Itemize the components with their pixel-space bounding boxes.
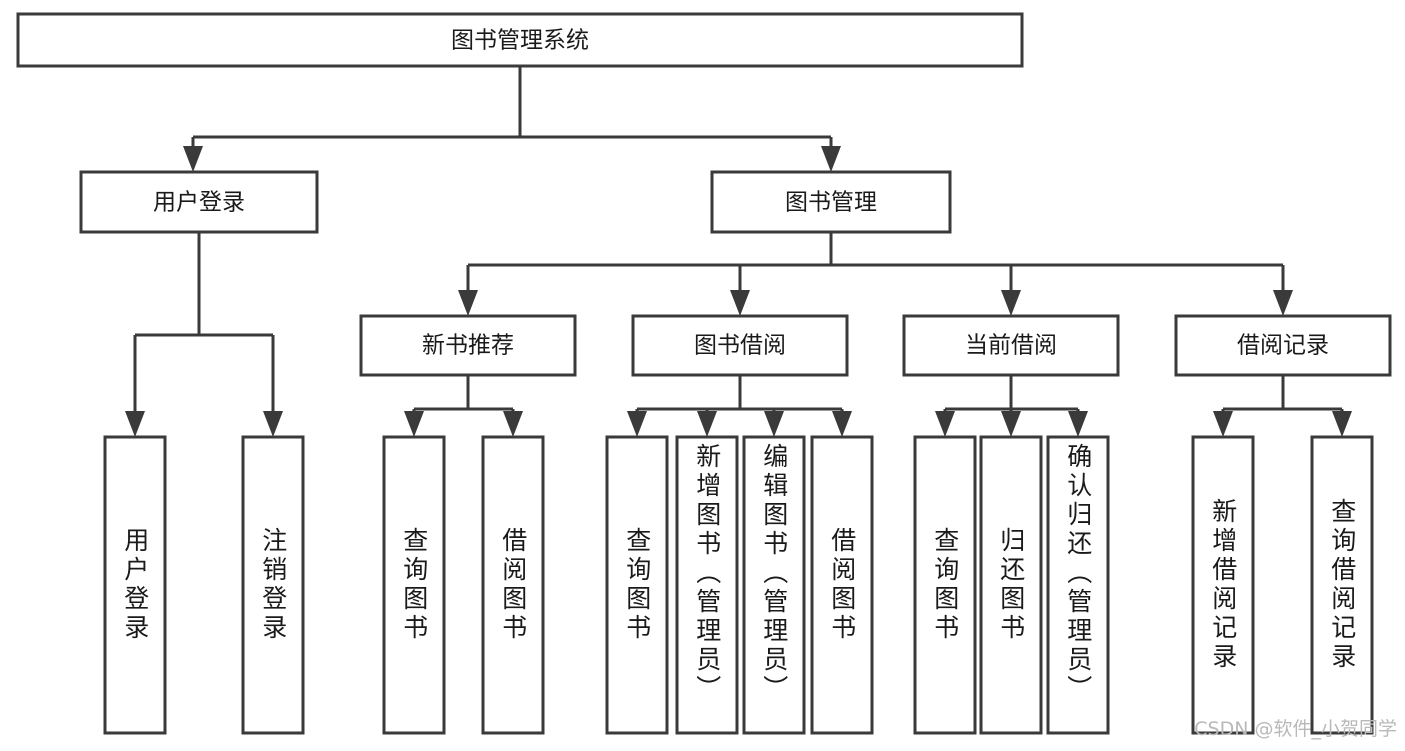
arrowhead-leaf-add-record: [1213, 411, 1233, 437]
node-leaf-add-book-box[interactable]: [675, 435, 739, 735]
node-root-box[interactable]: [16, 12, 1024, 68]
node-leaf-query-book-2-box[interactable]: [605, 435, 669, 735]
arrowhead-leaf-query-book-3: [935, 411, 955, 437]
node-book-borrow[interactable]: 图书借阅: [631, 314, 849, 377]
arrowhead-leaf-return-book: [1001, 411, 1021, 437]
arrowhead-leaf-borrow-book-1: [503, 411, 523, 437]
node-current-borrow-label: 当前借阅: [965, 333, 1057, 359]
edge-group: [125, 66, 1352, 437]
node-root-label: 图书管理系统: [451, 28, 589, 54]
leaf-box-group: [103, 435, 1374, 735]
watermark: CSDN @软件_小贺同学: [1194, 718, 1397, 740]
node-user-login[interactable]: 用户登录: [79, 170, 319, 234]
node-leaf-confirm-return-box[interactable]: [1046, 435, 1110, 735]
arrowhead-new-book-recommend: [458, 290, 478, 316]
node-new-book-recommend[interactable]: 新书推荐: [359, 314, 577, 377]
node-new-book-recommend-label: 新书推荐: [422, 333, 514, 359]
node-user-login-box[interactable]: [79, 170, 319, 234]
node-leaf-borrow-book-2-box[interactable]: [810, 435, 874, 735]
node-leaf-return-book-box[interactable]: [979, 435, 1043, 735]
arrowhead-leaf-edit-book: [764, 411, 784, 437]
node-user-login-label: 用户登录: [153, 190, 245, 216]
arrowhead-leaf-confirm-return: [1068, 411, 1088, 437]
node-leaf-query-book-3-box[interactable]: [913, 435, 977, 735]
node-book-borrow-label: 图书借阅: [694, 333, 786, 359]
arrowhead-leaf-query-book-1: [404, 411, 424, 437]
node-current-borrow[interactable]: 当前借阅: [902, 314, 1120, 377]
node-current-borrow-box[interactable]: [902, 314, 1120, 377]
arrowhead-book-manage: [821, 146, 841, 172]
arrowhead-book-borrow: [730, 290, 750, 316]
node-new-book-recommend-box[interactable]: [359, 314, 577, 377]
node-book-manage-box[interactable]: [710, 170, 952, 234]
node-leaf-query-record-box[interactable]: [1310, 435, 1374, 735]
node-leaf-query-book-1-box[interactable]: [382, 435, 446, 735]
node-book-manage-label: 图书管理: [785, 190, 877, 216]
node-root[interactable]: 图书管理系统: [16, 12, 1024, 68]
arrowhead-leaf-query-record: [1332, 411, 1352, 437]
arrowhead-leaf-user-logout: [263, 411, 283, 437]
arrowhead-user-login: [183, 146, 203, 172]
node-book-manage[interactable]: 图书管理: [710, 170, 952, 234]
node-book-borrow-box[interactable]: [631, 314, 849, 377]
node-leaf-add-record-box[interactable]: [1191, 435, 1255, 735]
node-borrow-record-label: 借阅记录: [1237, 333, 1329, 359]
arrowhead-leaf-borrow-book-2: [832, 411, 852, 437]
arrowhead-leaf-add-book: [697, 411, 717, 437]
node-leaf-user-login-box[interactable]: [103, 435, 167, 735]
node-borrow-record[interactable]: 借阅记录: [1174, 314, 1392, 377]
arrowhead-leaf-query-book-2: [627, 411, 647, 437]
node-leaf-user-logout-box[interactable]: [241, 435, 305, 735]
node-leaf-borrow-book-1-box[interactable]: [481, 435, 545, 735]
arrowhead-leaf-user-login: [125, 411, 145, 437]
node-borrow-record-box[interactable]: [1174, 314, 1392, 377]
arrowhead-current-borrow: [1001, 290, 1021, 316]
node-leaf-edit-book-box[interactable]: [742, 435, 806, 735]
arrowhead-borrow-record: [1273, 290, 1293, 316]
